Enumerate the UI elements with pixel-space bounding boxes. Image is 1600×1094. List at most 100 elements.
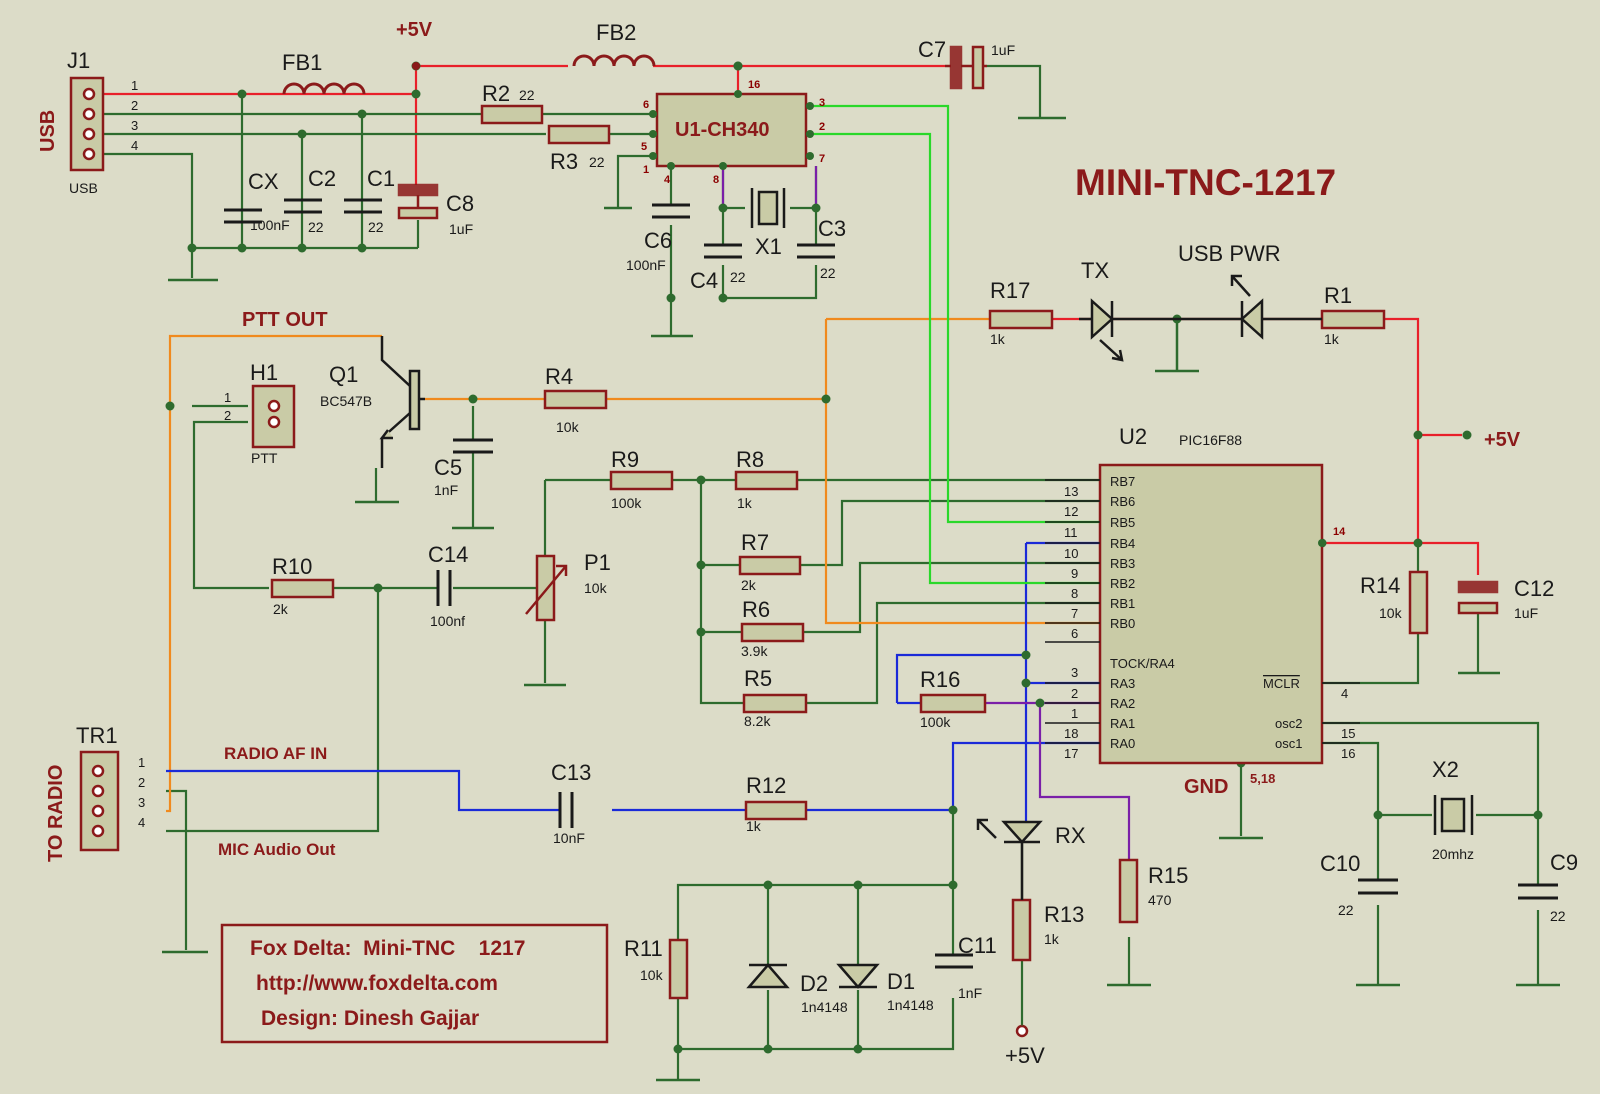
ref-d2: D2	[800, 971, 828, 996]
ref-r10: R10	[272, 554, 312, 579]
ref-r5: R5	[744, 666, 772, 691]
net-usb-pwr: USB PWR	[1178, 241, 1281, 266]
ref-c1: C1	[367, 166, 395, 191]
ref-u1: U1-CH340	[675, 119, 769, 141]
u2-pin-7: 7	[1071, 606, 1078, 621]
val-c10: 22	[1338, 902, 1354, 918]
u1-pin-6: 6	[643, 99, 649, 111]
ref-fb1: FB1	[282, 50, 322, 75]
val-c9: 22	[1550, 908, 1566, 924]
ref-r13: R13	[1044, 902, 1084, 927]
ref-c12: C12	[1514, 576, 1554, 601]
ref-c14: C14	[428, 542, 468, 567]
val-c4: 22	[730, 269, 746, 285]
ref-d1: D1	[887, 969, 915, 994]
val-c5: 1nF	[434, 482, 458, 498]
ref-r2: R2	[482, 81, 510, 106]
title: MINI-TNC-1217	[1075, 162, 1336, 203]
junctions	[165, 61, 1543, 1054]
component-labels: J1 USB FB1 FB2 R2 22 R3 22 U1-CH340 C7 1…	[67, 20, 1578, 1015]
val-c12: 1uF	[1514, 605, 1538, 621]
ref-r3: R3	[550, 149, 578, 174]
net-gnd-pins: 5,18	[1250, 771, 1275, 786]
u2-ra1: RA1	[1110, 716, 1135, 731]
val-c6: 100nF	[626, 257, 666, 273]
ref-r4: R4	[545, 364, 573, 389]
j1-pin-4: 4	[131, 138, 138, 153]
u2-rb5: RB5	[1110, 515, 1135, 530]
tr1-pin-3: 3	[138, 795, 145, 810]
val-c14: 100nf	[430, 613, 465, 629]
val-c2: 22	[308, 219, 324, 235]
u1-pin-7: 7	[819, 153, 825, 165]
credit-line-1: Fox Delta: Mini-TNC 1217	[250, 937, 525, 960]
u2-rb6: RB6	[1110, 494, 1135, 509]
u1-pin-3: 3	[819, 97, 825, 109]
ref-r15: R15	[1148, 863, 1188, 888]
u2-rb2: RB2	[1110, 576, 1135, 591]
val-c3: 22	[820, 265, 836, 281]
val-r9: 100k	[611, 495, 642, 511]
val-c13: 10nF	[553, 830, 585, 846]
ref-c2: C2	[308, 166, 336, 191]
ref-r9: R9	[611, 447, 639, 472]
u2-rb4: RB4	[1110, 536, 1135, 551]
net-mic-audio-out: MIC Audio Out	[218, 840, 336, 859]
ref-r8: R8	[736, 447, 764, 472]
crystals	[750, 188, 1474, 835]
net-gnd: GND	[1184, 776, 1228, 798]
u2-mclr: MCLR	[1263, 676, 1300, 691]
inductors	[282, 54, 656, 95]
u2-ra2: RA2	[1110, 696, 1135, 711]
val-j1: USB	[69, 180, 98, 196]
val-h1: PTT	[251, 450, 278, 466]
net-ptt-out: PTT OUT	[242, 309, 328, 331]
tr1-pin-1: 1	[138, 755, 145, 770]
val-r2: 22	[519, 87, 535, 103]
u2-pin-11: 11	[1064, 525, 1078, 540]
vcc-terminals	[412, 62, 1029, 1038]
ref-tr1: TR1	[76, 723, 118, 748]
u2-osc1: osc1	[1275, 736, 1302, 751]
u2-pin-18: 18	[1064, 726, 1078, 741]
u2-pin-17: 17	[1064, 746, 1078, 761]
val-c11: 1nF	[958, 985, 982, 1001]
u2-pin-4: 4	[1341, 686, 1348, 701]
ref-fb2: FB2	[596, 20, 636, 45]
capacitors	[224, 198, 1558, 969]
ground-symbols	[162, 116, 1560, 1082]
val-r11: 10k	[640, 967, 664, 983]
val-r4: 10k	[556, 419, 580, 435]
j1-pin-1: 1	[131, 78, 138, 93]
connectors	[69, 76, 296, 852]
u2-pin-15: 15	[1341, 726, 1355, 741]
j1-pin-2: 2	[131, 98, 138, 113]
u2-rb1: RB1	[1110, 596, 1135, 611]
u1-pin-4: 4	[664, 174, 671, 186]
net-tx: TX	[1081, 258, 1109, 283]
u2-pin-names: RB7 RB6 RB5 RB4 RB3 RB2 RB1 RB0 TOCK/RA4…	[1110, 474, 1302, 751]
val-r14: 10k	[1379, 605, 1403, 621]
u1-pin-5: 5	[641, 141, 647, 153]
ref-h1: H1	[250, 360, 278, 385]
j1-pin-3: 3	[131, 118, 138, 133]
val-q1: BC547B	[320, 393, 372, 409]
ref-r17: R17	[990, 278, 1030, 303]
val-c8: 1uF	[449, 221, 473, 237]
val-d2: 1n4148	[801, 999, 848, 1015]
val-u2: PIC16F88	[1179, 432, 1242, 448]
u2-pin-9: 9	[1071, 566, 1078, 581]
tr1-pin-4: 4	[138, 815, 145, 830]
val-r8: 1k	[737, 495, 753, 511]
val-r16: 100k	[920, 714, 951, 730]
net-vcc-right: +5V	[1484, 429, 1521, 451]
ref-c7: C7	[918, 37, 946, 62]
ref-c5: C5	[434, 455, 462, 480]
u1-pin-8: 8	[713, 174, 719, 186]
net-radio-af-in: RADIO AF IN	[224, 744, 327, 763]
ref-r16: R16	[920, 667, 960, 692]
u2-pin-12: 12	[1064, 504, 1078, 519]
ref-c10: C10	[1320, 851, 1360, 876]
val-cx: 100nF	[250, 217, 290, 233]
